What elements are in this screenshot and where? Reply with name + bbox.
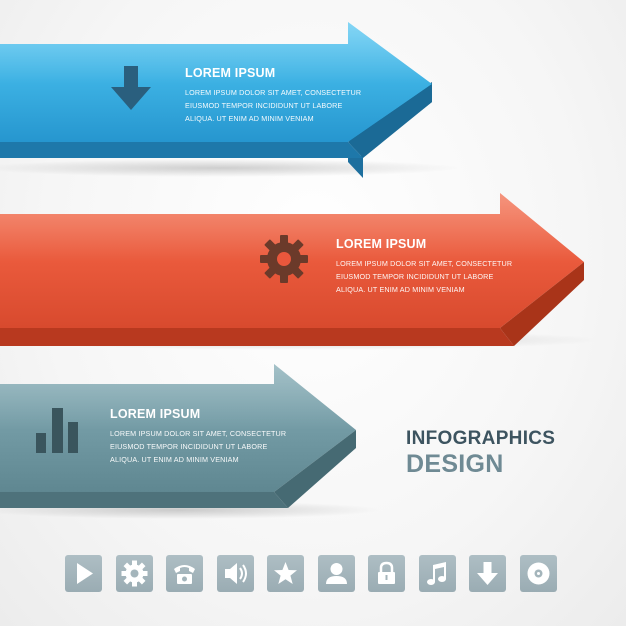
lock-icon	[368, 555, 405, 592]
play-icon	[65, 555, 102, 592]
gear-icon	[115, 555, 153, 592]
infographics-heading: INFOGRAPHICS DESIGN	[406, 428, 555, 478]
heading-line-1: INFOGRAPHICS	[406, 428, 556, 449]
music-note-icon	[418, 555, 456, 592]
blue-arrow	[0, 22, 432, 178]
step-3-title: LOREM IPSUM	[110, 407, 201, 421]
speaker-icon	[216, 555, 254, 592]
download-arrow-icon	[111, 66, 151, 110]
gear-icon	[260, 235, 308, 283]
step-2-body: LOREM IPSUM DOLOR SIT AMET, CONSECTETUR …	[336, 259, 513, 294]
telephone-icon	[166, 555, 203, 592]
step-1-title: LOREM IPSUM	[185, 66, 276, 80]
user-icon	[317, 555, 355, 592]
bar-chart-icon	[36, 408, 78, 453]
teal-arrow	[0, 364, 356, 508]
disc-icon	[519, 555, 557, 592]
step-2-text: LOREM IPSUM LOREM IPSUM DOLOR SIT AMET, …	[336, 237, 512, 296]
step-1-body: LOREM IPSUM DOLOR SIT AMET, CONSECTETUR …	[185, 88, 362, 123]
heading-line-2: DESIGN	[406, 450, 504, 478]
star-icon	[267, 555, 304, 592]
step-1-text: LOREM IPSUM LOREM IPSUM DOLOR SIT AMET, …	[185, 66, 361, 125]
step-2-title: LOREM IPSUM	[336, 237, 427, 251]
step-3-text: LOREM IPSUM LOREM IPSUM DOLOR SIT AMET, …	[110, 407, 286, 466]
step-3-body: LOREM IPSUM DOLOR SIT AMET, CONSECTETUR …	[110, 429, 287, 464]
download-arrow-icon	[469, 555, 506, 592]
